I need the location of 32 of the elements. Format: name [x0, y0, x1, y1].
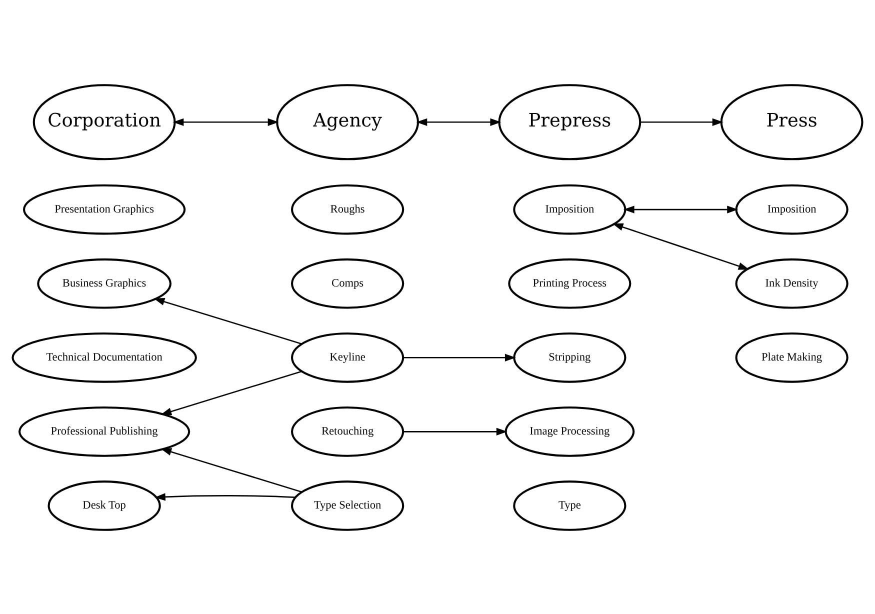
node-ellipse: Desk Top: [48, 480, 161, 530]
arrow: [623, 205, 738, 213]
node-ellipse: Imposition: [735, 184, 848, 234]
node-ellipse: Ink Density: [735, 258, 848, 308]
node-ellipse: Agency: [276, 84, 420, 160]
node-ellipse: Type: [513, 480, 626, 530]
arrow: [640, 118, 724, 126]
arrow: [403, 353, 516, 361]
node-ellipse: Keyline: [291, 332, 404, 382]
node-ellipse: Presentation Graphics: [22, 184, 186, 234]
arrow: [154, 297, 302, 344]
node-ellipse: Comps: [291, 258, 404, 308]
arrow: [612, 222, 750, 270]
node-ellipse: Stripping: [513, 332, 626, 382]
arrow: [403, 427, 508, 435]
node-ellipse: Plate Making: [735, 332, 848, 382]
arrow: [154, 492, 296, 500]
node-ellipse: Press: [720, 84, 864, 160]
arrow: [160, 448, 302, 492]
node-ellipse: Image Processing: [504, 406, 635, 456]
node-ellipse: Retouching: [291, 406, 404, 456]
arrow: [172, 118, 279, 126]
node-ellipse: Printing Process: [508, 258, 632, 308]
node-ellipse: Corporation: [32, 84, 176, 160]
node-ellipse: Roughs: [291, 184, 404, 234]
node-ellipse: Technical Documentation: [12, 332, 197, 382]
node-ellipse: Type Selection: [291, 480, 404, 530]
node-ellipse: Prepress: [498, 84, 642, 160]
node-ellipse: Business Graphics: [37, 258, 172, 308]
arrow: [160, 370, 302, 415]
arrow: [416, 118, 502, 126]
node-ellipse: Imposition: [513, 184, 626, 234]
